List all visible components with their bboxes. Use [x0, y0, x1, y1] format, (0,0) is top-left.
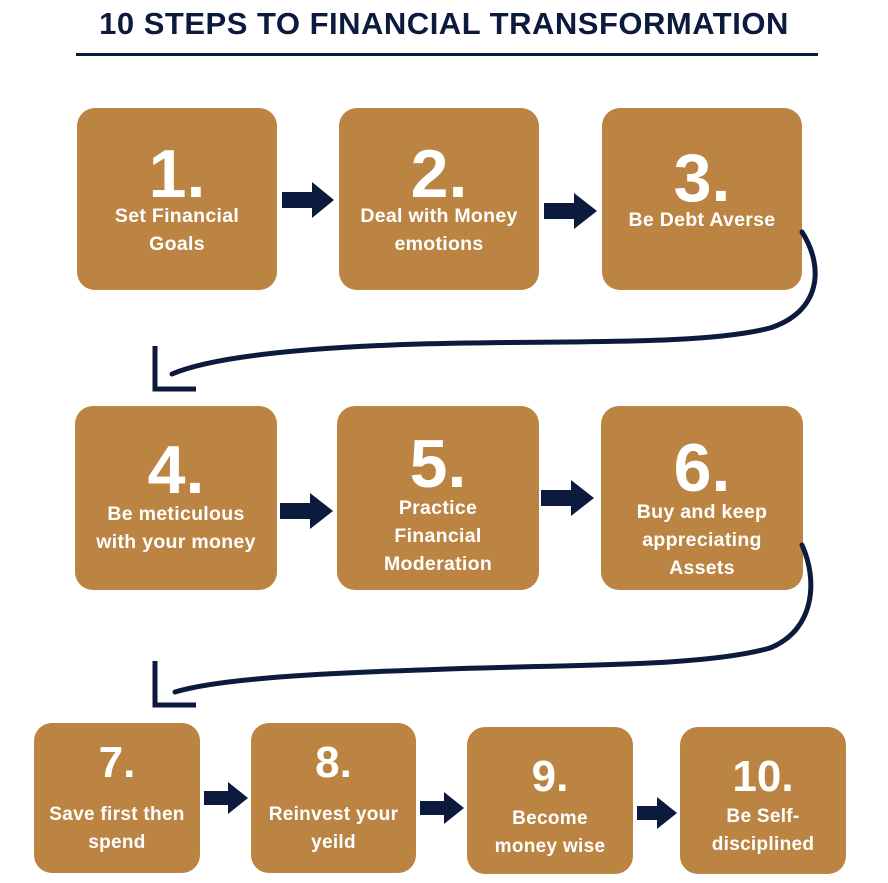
- step-3-label-line-1: Be Debt Averse: [628, 209, 776, 231]
- step-8-number: 8.: [315, 738, 352, 787]
- step-9-box: 9. Become money wise: [467, 727, 633, 874]
- step-8-label-line-1: Reinvest your: [268, 804, 399, 825]
- step-5-label-line-2: Financial: [394, 525, 482, 547]
- step-2-label-line-1: Deal with Money: [360, 205, 518, 227]
- step-6-label-line-3: Assets: [669, 557, 735, 579]
- step-1-label-line-1: Set Financial: [114, 205, 240, 227]
- step-7-box: 7. Save first then spend: [34, 723, 200, 873]
- step-5-box: 5. Practice Financial Moderation: [337, 406, 539, 590]
- step-8-label-line-2: yeild: [311, 832, 356, 853]
- right-arrow-icon: [544, 193, 597, 229]
- step-6-label-line-1: Buy and keep: [636, 501, 768, 523]
- step-4-box: 4. Be meticulous with your money: [75, 406, 277, 590]
- step-7-label-line-2: spend: [88, 832, 146, 853]
- step-9-label-line-1: Become: [512, 808, 588, 829]
- step-2-box: 2. Deal with Money emotions: [339, 108, 539, 290]
- step-9-label-line-2: money wise: [494, 836, 606, 857]
- corner-turn-icon: [152, 346, 196, 392]
- right-arrow-icon: [282, 182, 334, 218]
- step-10-number: 10.: [732, 752, 794, 801]
- step-8-box: 8. Reinvest your yeild: [251, 723, 416, 873]
- step-2-number: 2.: [410, 136, 468, 212]
- right-arrow-icon: [637, 797, 677, 829]
- step-1-box: 1. Set Financial Goals: [77, 108, 277, 290]
- step-10-box: 10. Be Self- disciplined: [680, 727, 846, 874]
- corner-turn-icon: [152, 661, 196, 708]
- step-6-box: 6. Buy and keep appreciating Assets: [601, 406, 803, 590]
- step-5-label-line-3: Moderation: [383, 553, 493, 575]
- step-4-label-line-2: with your money: [96, 531, 256, 553]
- step-5-number: 5.: [409, 426, 467, 502]
- right-arrow-icon: [420, 792, 464, 824]
- step-10-label-line-1: Be Self-: [726, 806, 800, 827]
- right-arrow-icon: [204, 782, 248, 814]
- right-arrow-icon: [541, 480, 594, 516]
- page-title: 10 STEPS TO FINANCIAL TRANSFORMATION: [99, 6, 789, 41]
- step-6-number: 6.: [673, 430, 731, 506]
- step-7-label-line-1: Save first then: [49, 804, 185, 825]
- step-7-number: 7.: [98, 738, 136, 787]
- step-9-number: 9.: [531, 752, 569, 801]
- title-underline: [76, 53, 818, 56]
- step-5-label-line-1: Practice: [398, 497, 478, 519]
- right-arrow-icon: [280, 493, 333, 529]
- step-2-label-line-2: emotions: [394, 233, 484, 255]
- step-4-label-line-1: Be meticulous: [107, 503, 245, 525]
- step-4-number: 4.: [147, 432, 205, 508]
- step-10-label-line-2: disciplined: [711, 834, 815, 855]
- step-1-label-line-2: Goals: [149, 233, 205, 255]
- step-3-box: 3. Be Debt Averse: [602, 108, 802, 290]
- step-1-number: 1.: [148, 136, 206, 212]
- step-3-number: 3.: [673, 140, 731, 216]
- step-6-label-line-2: appreciating: [642, 529, 762, 551]
